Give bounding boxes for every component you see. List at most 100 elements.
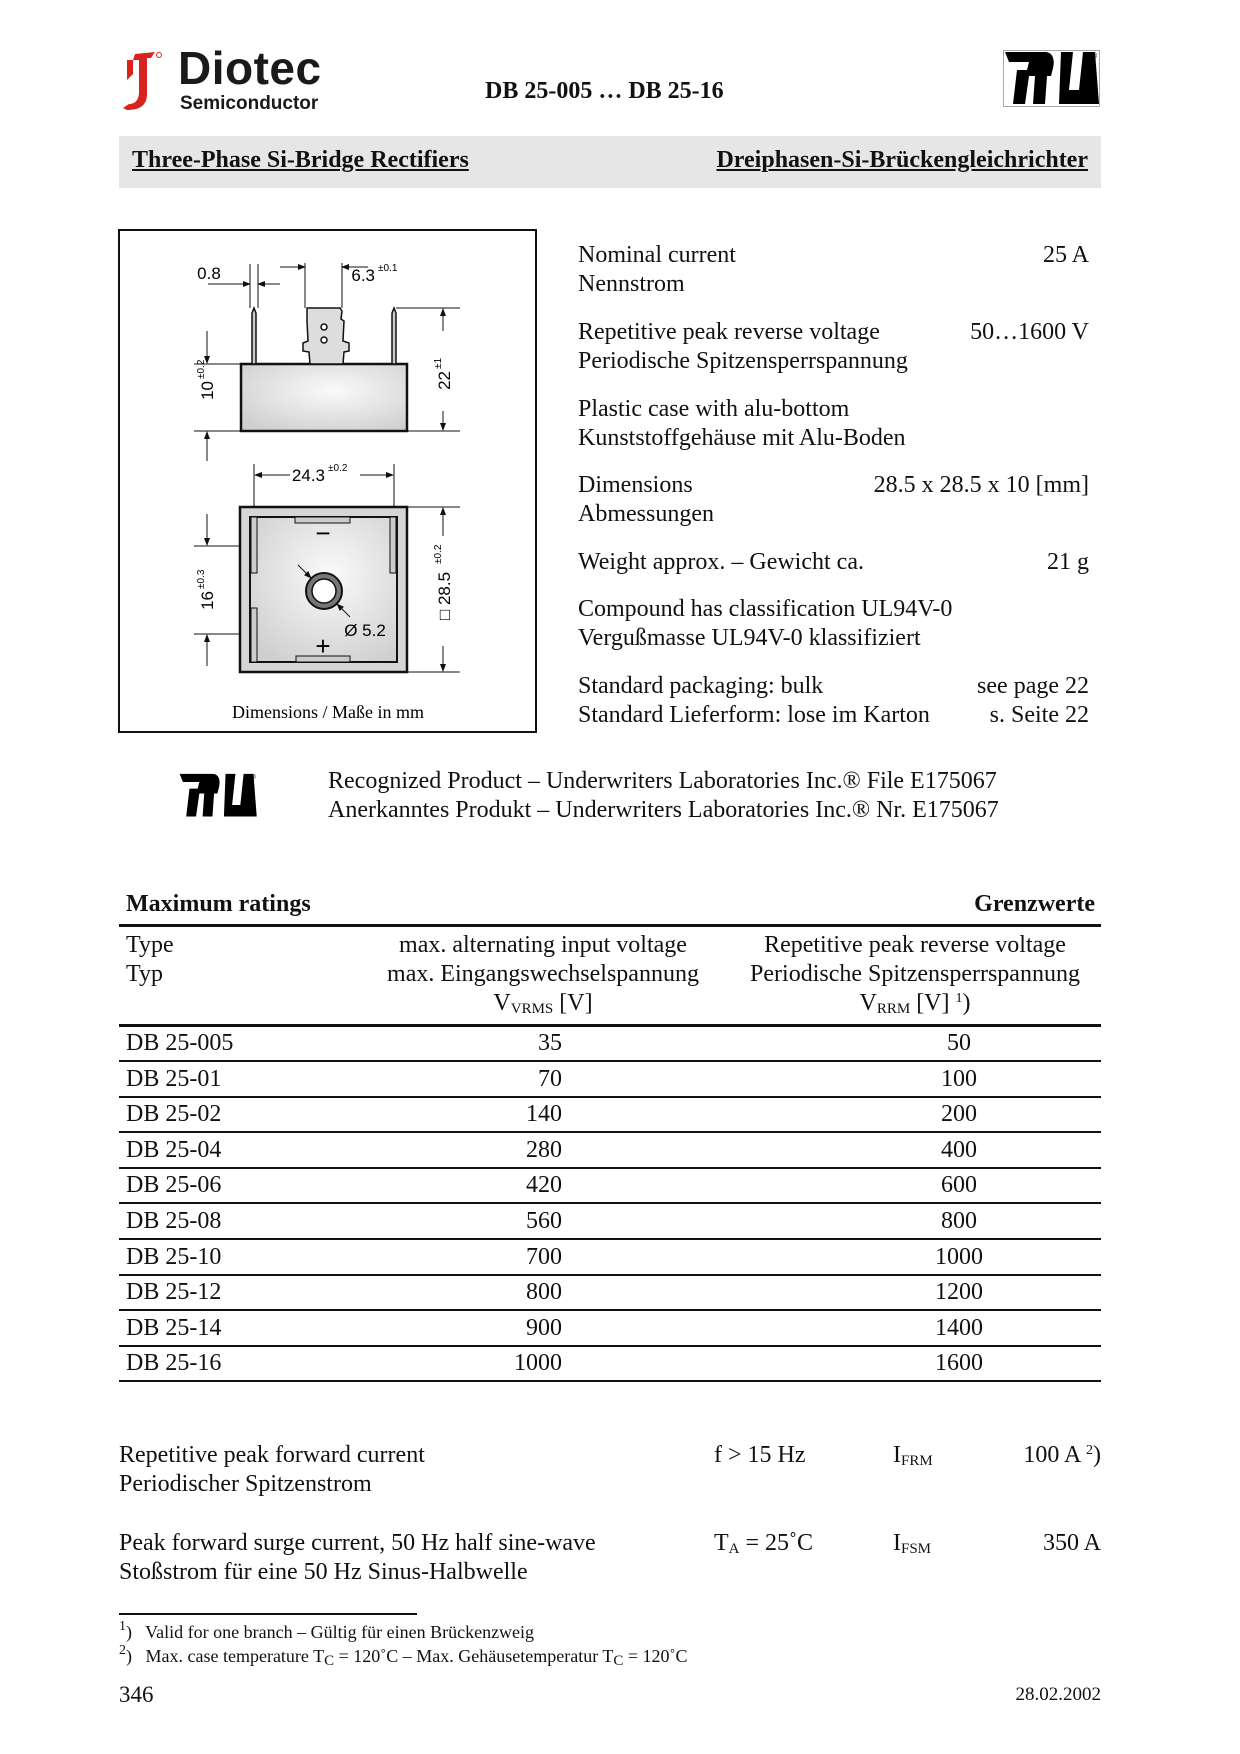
dim-tab-tol: ±0.1 [378, 263, 398, 274]
spec-value: 21 g [1047, 549, 1089, 575]
param-value: 100 A 2) [1023, 1442, 1101, 1468]
spec-value: 25 A [1042, 242, 1089, 268]
param-label-de: Periodischer Spitzenstrom [119, 1471, 372, 1497]
page-number: 346 [119, 1682, 154, 1707]
type-cell: DB 25-08 [126, 1208, 222, 1234]
plus-terminal-label: + [315, 631, 330, 661]
col-vrms-symbol: VVRMS [V] [493, 990, 593, 1017]
title-banner: Three-Phase Si-Bridge Rectifiers Dreipha… [119, 136, 1101, 188]
param-label-en: Peak forward surge current, 50 Hz half s… [119, 1530, 596, 1556]
row-rule [119, 1095, 1101, 1098]
spec-label-de: Periodische Spitzensperrspannung [578, 348, 908, 374]
minus-terminal-label: − [315, 518, 330, 548]
table-top-rule [119, 924, 1101, 927]
dim-total-height: 22 [435, 371, 454, 390]
spec-label-de: Kunststoffgehäuse mit Alu-Boden [578, 425, 906, 451]
ratings-title-en: Maximum ratings [126, 891, 311, 917]
row-rule [119, 1060, 1101, 1062]
condition-sub: A [728, 1541, 740, 1557]
vrms-cell: 420 [526, 1172, 562, 1199]
spec-label-en: Nominal current [578, 242, 736, 268]
col-type-en: Type [126, 932, 174, 958]
table-row: DB 25-02 140 200 [119, 1099, 1101, 1134]
spec-value: 50…1600 V [970, 319, 1089, 345]
vrms-cell: 140 [526, 1101, 562, 1128]
type-cell: DB 25-14 [126, 1314, 222, 1341]
col-vrrm-de: Periodische Spitzensperrspannung [750, 961, 1080, 987]
spec-label-en: Dimensions [578, 472, 693, 498]
type-cell: DB 25-12 [126, 1279, 222, 1306]
col-vrrm-en: Repetitive peak reverse voltage [764, 932, 1066, 958]
ratings-title-de: Grenzwerte [974, 891, 1095, 917]
brand-subtitle: Semiconductor [180, 93, 319, 114]
vrms-cell: 900 [526, 1314, 562, 1341]
vrrm-cell: 1000 [935, 1243, 983, 1270]
side-view [239, 305, 409, 433]
ul-recognized-de: Anerkanntes Produkt – Underwriters Labor… [328, 797, 999, 823]
vrms-cell: 560 [526, 1208, 562, 1234]
vrms-cell: 280 [526, 1136, 562, 1163]
param-label-de: Stoßstrom für eine 50 Hz Sinus-Halbwelle [119, 1559, 528, 1585]
param-label-en: Repetitive peak forward current [119, 1442, 425, 1468]
table-header-rule [119, 1024, 1101, 1027]
drawing-caption: Dimensions / Maße in mm [232, 702, 424, 722]
diotec-j-icon [123, 52, 162, 110]
dim-body-tol: ±0.2 [196, 359, 207, 379]
param-symbol: IFSM [893, 1530, 932, 1557]
col-vrms-header: max. alternating input voltage max. Eing… [368, 931, 718, 1018]
ul-logo-icon: ® [1003, 50, 1100, 107]
ul-recognized-en: Recognized Product – Underwriters Labora… [328, 768, 997, 794]
spec-label-en: Plastic case with alu-bottom [578, 396, 850, 422]
document-date: 28.02.2002 [1015, 1684, 1102, 1705]
param-symbol: IFRM [893, 1442, 933, 1469]
row-rule [119, 1344, 1101, 1347]
spec-label-en: Repetitive peak reverse voltage [578, 319, 880, 345]
vrrm-cell: 400 [941, 1136, 977, 1163]
col-vrms-en: max. alternating input voltage [399, 932, 687, 958]
spec-value: see page 22 [977, 673, 1089, 699]
spec-item: Weight approx. – Gewicht ca.21 g [578, 548, 1089, 577]
col-vrrm-symbol: VRRM [V] 1) [859, 990, 971, 1017]
top-view [238, 505, 409, 674]
row-rule [119, 1166, 1101, 1169]
type-cell: DB 25-02 [126, 1101, 222, 1128]
spec-label-en: Standard packaging: bulk [578, 673, 824, 699]
spec-label-de: Abmessungen [578, 501, 714, 527]
vrms-cell: 800 [526, 1279, 562, 1306]
symbol-sub: FRM [901, 1453, 933, 1469]
spec-label-de: Standard Lieferform: lose im Karton [578, 702, 930, 728]
spec-label-de: Vergußmasse UL94V-0 klassifiziert [578, 625, 921, 651]
param-condition: f > 15 Hz [714, 1442, 806, 1468]
vrrm-cell: 200 [941, 1101, 977, 1128]
dim-total-tol: ±1 [433, 358, 444, 369]
dim-pin-width: 0.8 [197, 264, 221, 283]
symbol-sub: FSM [901, 1541, 932, 1557]
spec-label-de: Nennstrom [578, 271, 685, 297]
col-type-de: Typ [126, 961, 163, 987]
row-rule [119, 1238, 1101, 1240]
type-cell: DB 25-10 [126, 1243, 222, 1270]
row-rule [119, 1273, 1101, 1276]
dimension-drawing: − + 0.8 6.3 ±0.1 24.3 ±0.2 Ø 5.2 10 ±0.2… [118, 229, 537, 733]
footnote-1: 1) Valid for one branch – Gültig für ein… [119, 1619, 535, 1643]
svg-text:®: ® [251, 773, 256, 781]
row-rule [119, 1380, 1101, 1383]
dim-hole: Ø 5.2 [344, 621, 386, 640]
dim-square-tol: ±0.2 [433, 544, 444, 564]
vrrm-cell: 100 [941, 1065, 977, 1092]
dim-pitch: 24.3 [292, 466, 325, 485]
ul-small-logo-icon: ® [179, 773, 257, 817]
type-cell: DB 25-16 [126, 1350, 222, 1377]
vrms-cell: 70 [538, 1065, 562, 1092]
